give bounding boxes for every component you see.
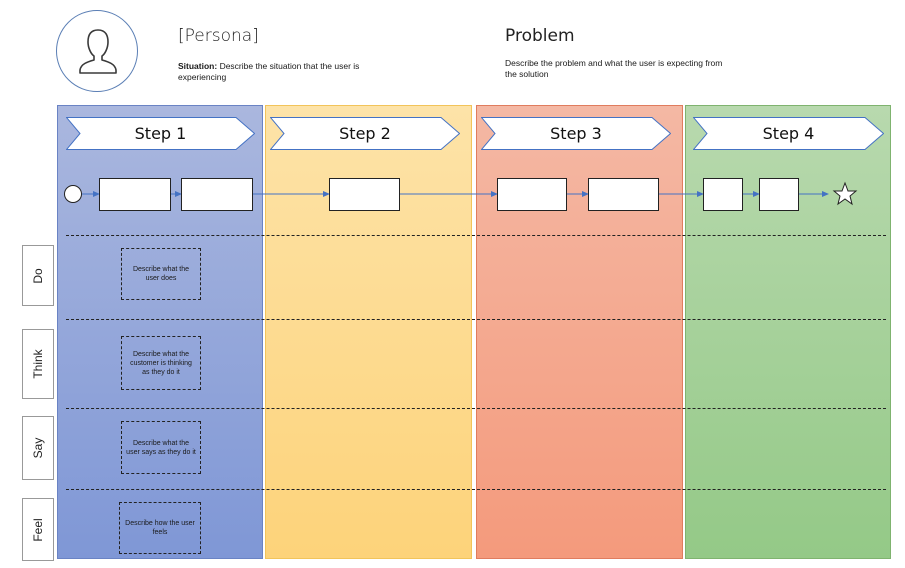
persona-title: [Persona]	[178, 26, 259, 46]
flow-box	[588, 178, 659, 211]
row-label-text: Say	[31, 437, 45, 459]
row-label-feel: Feel	[22, 498, 54, 561]
end-star-icon	[832, 181, 858, 206]
row-divider	[66, 489, 886, 490]
step-3-label: Step 3	[550, 124, 602, 143]
feel-description: Describe how the user feels	[119, 502, 201, 554]
flow-box	[703, 178, 743, 211]
step-1-label: Step 1	[134, 124, 187, 143]
row-divider	[66, 235, 886, 236]
step-1-chevron: Step 1	[66, 117, 255, 150]
problem-title: Problem	[505, 26, 575, 46]
step-2-chevron: Step 2	[270, 117, 460, 150]
situation-description: Describe the situation that the user is …	[178, 61, 360, 82]
flow-box	[759, 178, 799, 211]
row-label-do: Do	[22, 245, 54, 306]
row-label-text: Feel	[31, 517, 45, 542]
persona-avatar	[56, 10, 138, 92]
think-description: Describe what the customer is thinking a…	[121, 336, 201, 390]
flow-box	[181, 178, 253, 211]
problem-description: Describe the problem and what the user i…	[505, 58, 723, 79]
step-4-label: Step 4	[762, 124, 815, 143]
row-divider	[66, 319, 886, 320]
start-node	[64, 185, 82, 203]
situation-label: Situation:	[178, 61, 218, 71]
user-silhouette-icon	[79, 29, 117, 74]
situation-text: Situation: Describe the situation that t…	[178, 61, 398, 83]
row-label-text: Do	[31, 267, 45, 284]
step-3-chevron: Step 3	[481, 117, 671, 150]
row-label-say: Say	[22, 416, 54, 480]
say-description: Describe what the user says as they do i…	[121, 421, 201, 474]
row-divider	[66, 408, 886, 409]
step-2-label: Step 2	[339, 124, 391, 143]
flow-box	[99, 178, 171, 211]
flow-box	[329, 178, 400, 211]
row-label-text: Think	[31, 349, 45, 379]
do-description: Describe what the user does	[121, 248, 201, 300]
row-label-think: Think	[22, 329, 54, 399]
flow-box	[497, 178, 567, 211]
step-4-chevron: Step 4	[693, 117, 884, 150]
